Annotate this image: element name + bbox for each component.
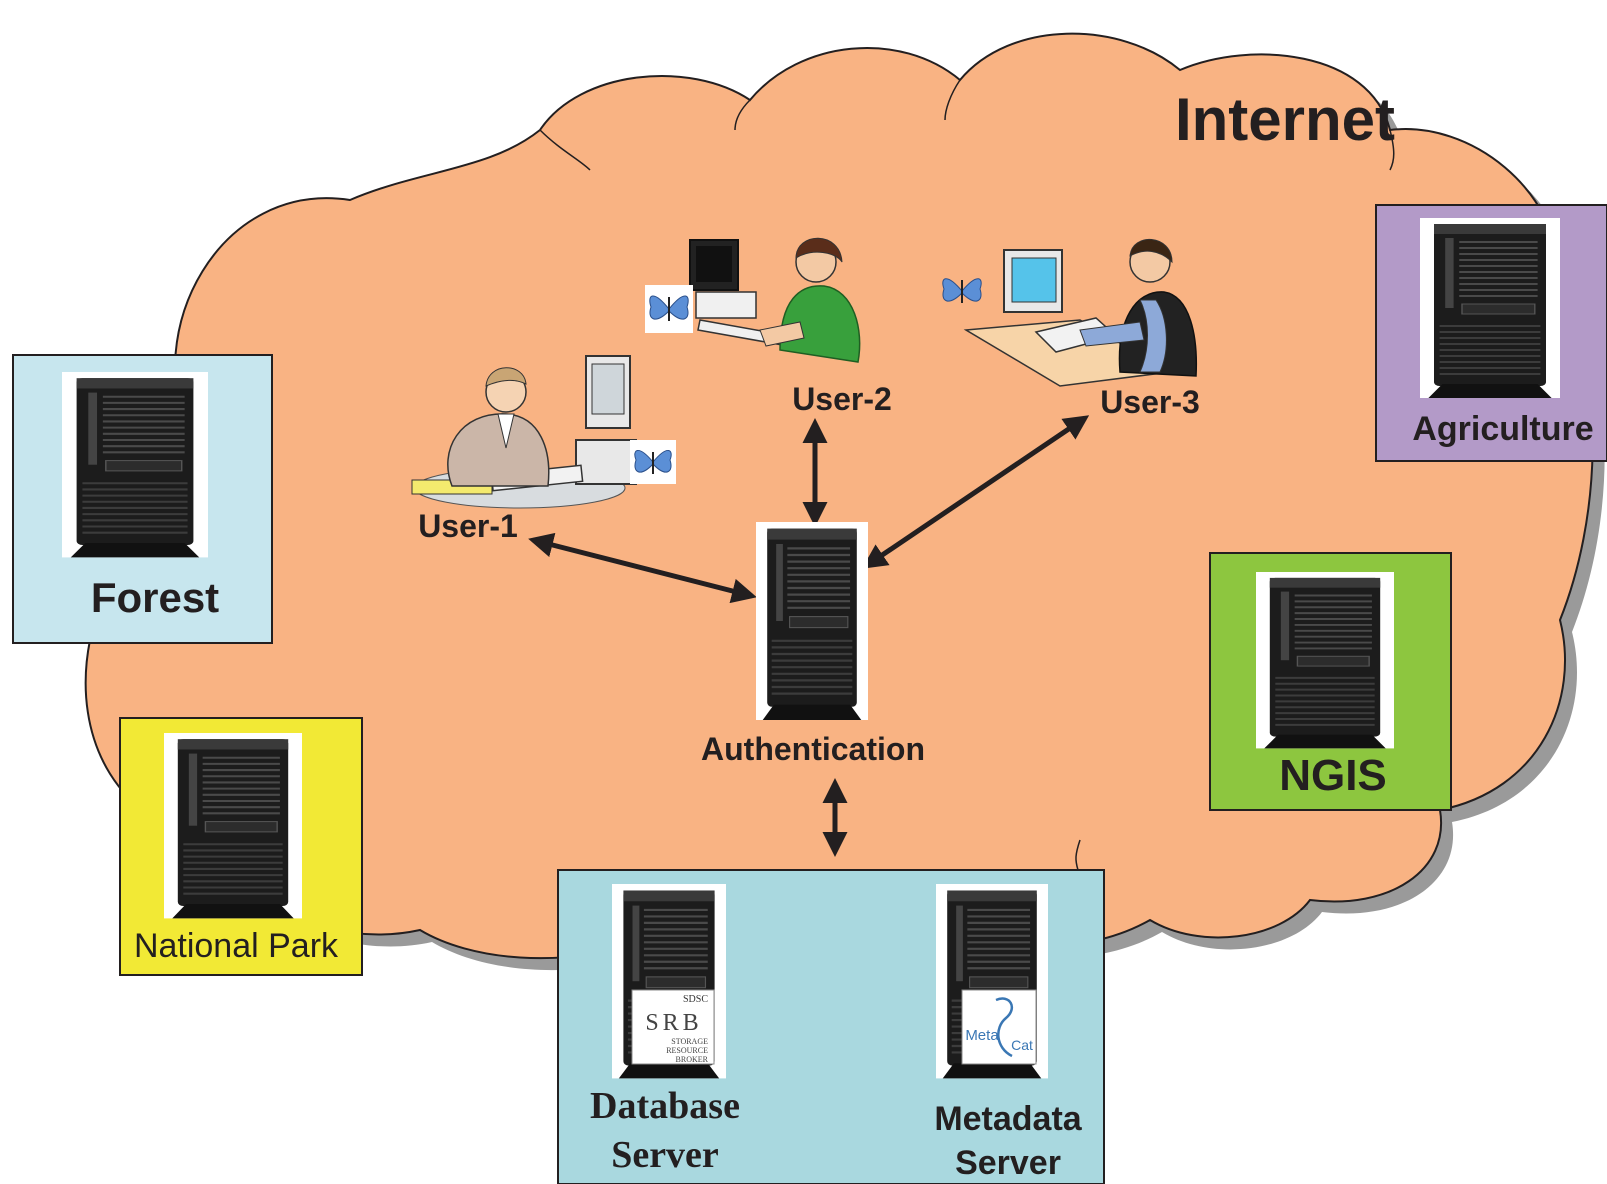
forest-site: Forest: [12, 354, 273, 644]
user-2-label: User-2: [792, 381, 892, 417]
butterfly-icon: [938, 268, 986, 314]
metadata-server-label-line2: Server: [955, 1144, 1061, 1182]
svg-text:STORAGE: STORAGE: [671, 1037, 708, 1046]
butterfly-icon: [630, 440, 676, 484]
metadata-server-label-line1: Metadata: [934, 1100, 1082, 1138]
user-3-label: User-3: [1100, 384, 1200, 420]
server-tower-icon: [60, 370, 210, 559]
user-2-illustration: [689, 237, 861, 363]
arrow-user3-auth: [861, 415, 1090, 569]
user-1-illustration: [411, 355, 637, 509]
national-park-label: National Park: [134, 927, 339, 965]
svg-text:BROKER: BROKER: [676, 1055, 709, 1064]
user-1-workstation: User-1: [411, 355, 676, 544]
server-tower-icon: [1254, 570, 1396, 750]
authentication-server: Authentication: [701, 520, 925, 767]
forest-label: Forest: [91, 574, 219, 621]
server-tower-icon: [1418, 216, 1562, 400]
svg-text:RESOURCE: RESOURCE: [666, 1046, 708, 1055]
database-server: SDSC SRB STORAGE RESOURCE BROKER Databas…: [590, 882, 740, 1176]
svg-text:Meta: Meta: [965, 1027, 999, 1044]
svg-text:Cat: Cat: [1011, 1037, 1033, 1053]
server-tower-icon: [754, 520, 870, 722]
svg-text:SDSC: SDSC: [683, 994, 708, 1005]
metadata-server: Meta Cat Metadata Server: [934, 882, 1083, 1182]
user-3-workstation: User-3: [938, 239, 1200, 420]
agriculture-site: Agriculture: [1375, 204, 1607, 462]
ngis-label: NGIS: [1279, 751, 1387, 800]
database-server-label-line2: Server: [611, 1134, 719, 1176]
ngis-site: NGIS: [1209, 552, 1452, 811]
storage-site: SDSC SRB STORAGE RESOURCE BROKER Databas…: [557, 869, 1105, 1184]
database-server-label-line1: Database: [590, 1085, 740, 1127]
srb-logo: SDSC SRB STORAGE RESOURCE BROKER: [631, 989, 715, 1065]
user-3-illustration: [963, 239, 1198, 387]
authentication-label: Authentication: [701, 731, 925, 767]
svg-text:SRB: SRB: [645, 1010, 702, 1036]
server-tower-icon: [162, 731, 304, 920]
internet-title: Internet: [1175, 86, 1395, 153]
agriculture-label: Agriculture: [1412, 410, 1593, 448]
metacat-logo: Meta Cat: [961, 989, 1037, 1065]
national-park-site: National Park: [119, 717, 363, 976]
butterfly-icon: [645, 285, 693, 333]
arrow-user1-auth: [528, 532, 757, 604]
user-1-label: User-1: [418, 508, 518, 544]
user-2-workstation: User-2: [645, 237, 892, 417]
